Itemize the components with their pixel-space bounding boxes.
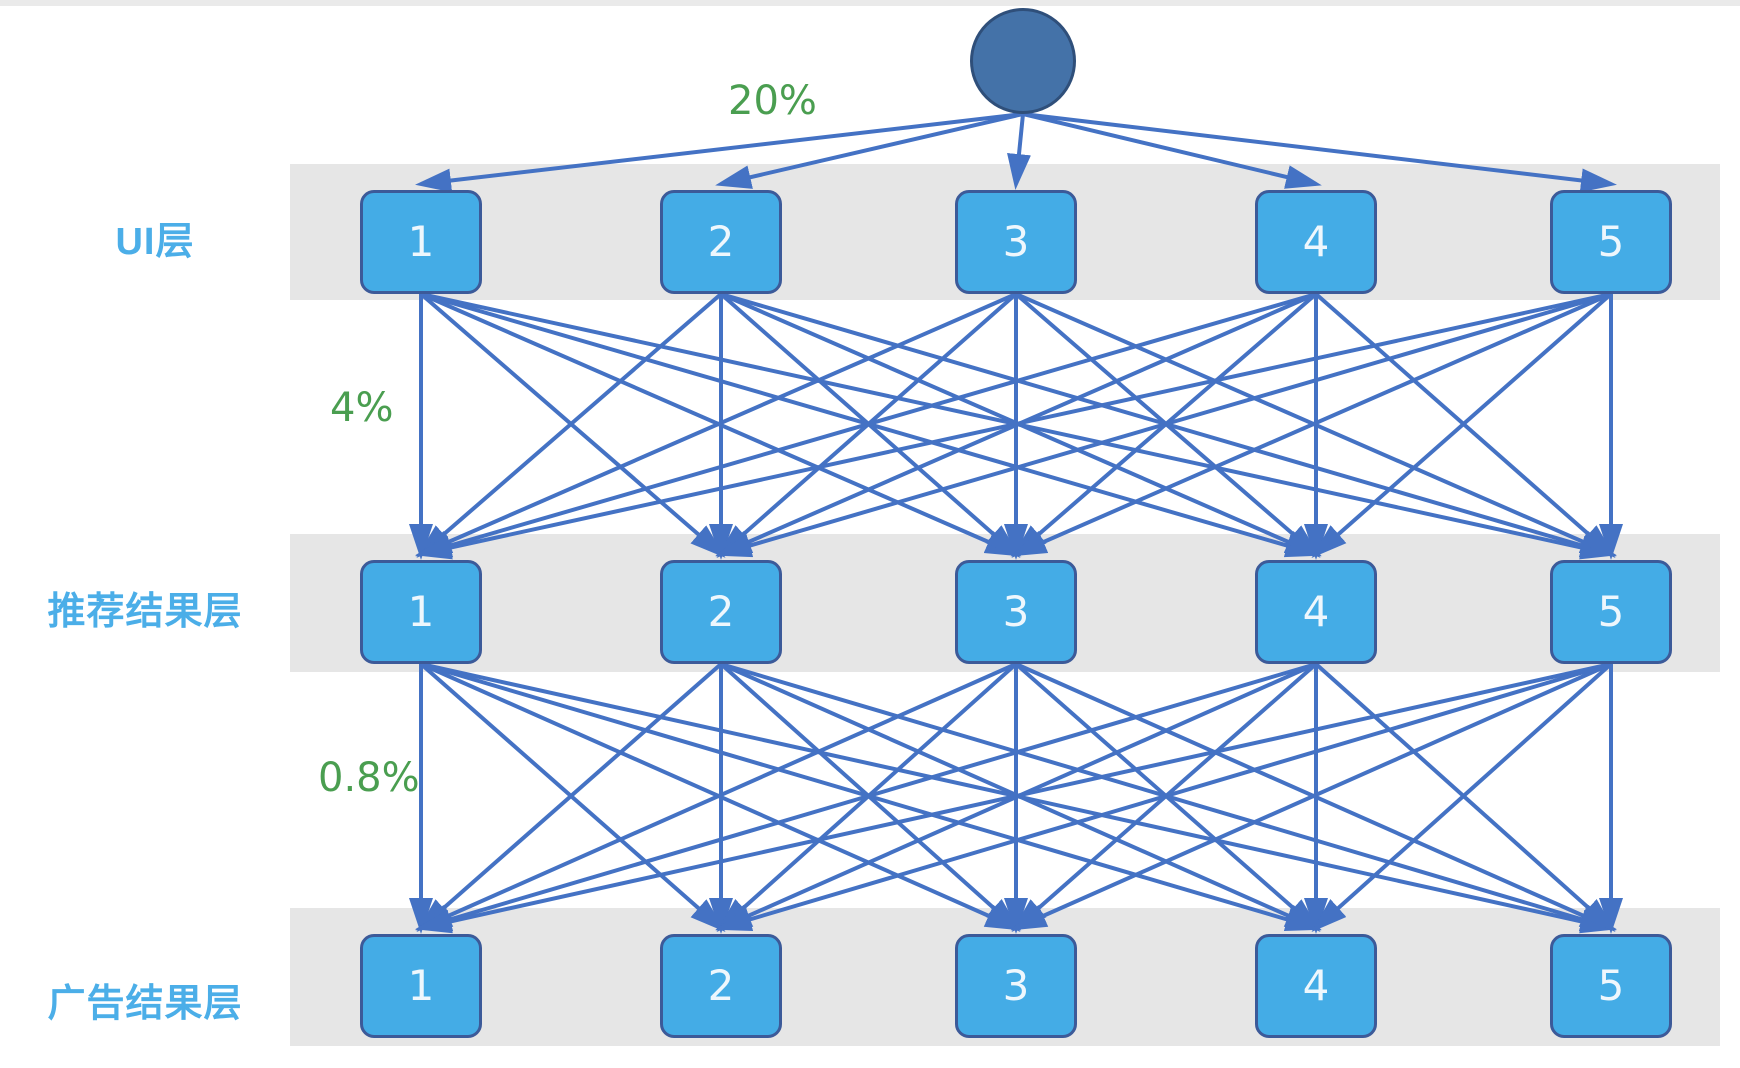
top-edge-strip [0,0,1740,6]
node-ui-4[interactable]: 4 [1255,190,1377,294]
node-recommend-5[interactable]: 5 [1550,560,1672,664]
node-ads-4[interactable]: 4 [1255,934,1377,1038]
percent-label-root-to-ui: 20% [728,78,817,124]
node-recommend-2[interactable]: 2 [660,560,782,664]
node-ads-3[interactable]: 3 [955,934,1077,1038]
node-recommend-4[interactable]: 4 [1255,560,1377,664]
node-ui-1[interactable]: 1 [360,190,482,294]
node-ui-5[interactable]: 5 [1550,190,1672,294]
node-ui-3[interactable]: 3 [955,190,1077,294]
node-ui-2[interactable]: 2 [660,190,782,294]
root-node[interactable] [970,8,1076,114]
node-ads-5[interactable]: 5 [1550,934,1672,1038]
layer-label-ads: 广告结果层 [47,983,243,1025]
node-ads-1[interactable]: 1 [360,934,482,1038]
node-recommend-1[interactable]: 1 [360,560,482,664]
percent-label-ui-to-recommend: 4% [330,385,394,431]
layer-label-recommend: 推荐结果层 [47,591,243,633]
percent-label-recommend-to-ads: 0.8% [318,755,420,801]
node-recommend-3[interactable]: 3 [955,560,1077,664]
node-ads-2[interactable]: 2 [660,934,782,1038]
layer-label-ui: UI层 [115,221,195,263]
